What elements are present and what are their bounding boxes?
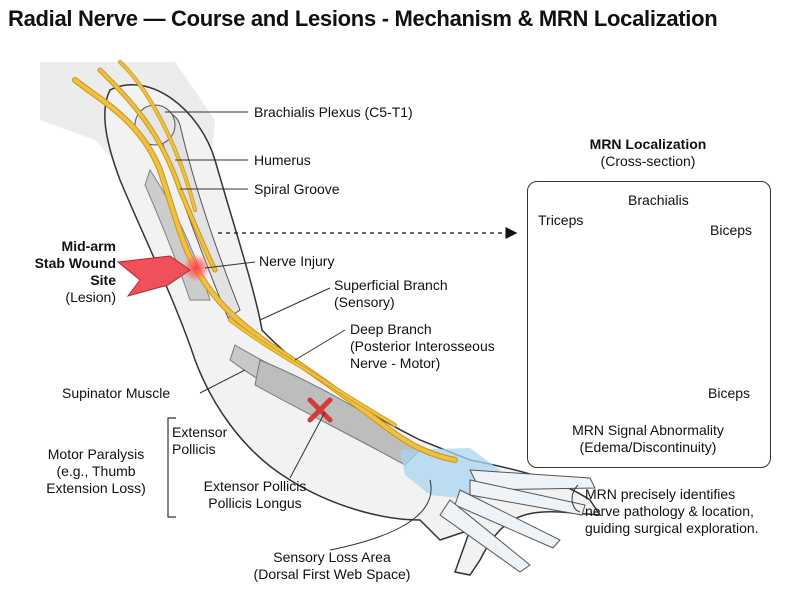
motor-bracket	[167, 417, 176, 518]
mrn-panel	[527, 181, 771, 468]
conclusion-line1: MRN precisely identifies	[585, 486, 736, 502]
label-extensor-line1: Extensor	[172, 424, 228, 440]
label-deep-line2: (Posterior Interosseous	[350, 338, 495, 354]
label-extensor-line2: Pollicis	[172, 441, 216, 457]
label-deep-line1: Deep Branch	[350, 321, 432, 337]
leader-lines	[165, 111, 432, 551]
radial-nerve	[72, 60, 458, 463]
cs-label-biceps-top: Biceps	[710, 222, 753, 238]
label-supinator: Supinator Muscle	[62, 385, 171, 401]
label-nerve-injury: Nerve Injury	[259, 253, 335, 269]
label-motor-line1: Motor Paralysis	[47, 446, 145, 462]
label-superficial-line1: Superficial Branch	[334, 277, 448, 293]
conclusion-line3: guiding surgical exploration.	[585, 520, 759, 536]
label-lesion-line4: (Lesion)	[65, 289, 116, 305]
paralysis-x-mark	[307, 397, 333, 423]
label-brachialis-plexus: Brachialis Plexus (C5-T1)	[254, 104, 413, 120]
cs-label-triceps: Triceps	[538, 212, 584, 228]
label-spiral-groove: Spiral Groove	[254, 181, 340, 197]
label-lesion-line1: Mid-arm	[61, 238, 116, 254]
lesion-arrow	[116, 255, 191, 297]
label-sensory-line2: (Dorsal First Web Space)	[253, 566, 411, 582]
cs-label-brachialis: Brachialis	[628, 192, 689, 208]
mrn-title: MRN Localization	[589, 136, 707, 152]
label-humerus: Humerus	[254, 152, 311, 168]
label-epl-line1: Extensor Pollicis	[203, 478, 307, 494]
cs-label-biceps-bottom: Biceps	[708, 385, 751, 401]
nerve-injury-glow	[182, 254, 210, 282]
label-motor-line2: (e.g., Thumb	[56, 463, 136, 479]
label-lesion-line3: Site	[90, 272, 116, 288]
label-sensory-line1: Sensory Loss Area	[273, 549, 391, 565]
page-title: Radial Nerve — Course and Lesions - Mech…	[8, 6, 718, 31]
cs-label-signal-line2: (Edema/Discontinuity)	[579, 439, 717, 455]
label-deep-line3: Nerve - Motor)	[350, 355, 441, 371]
label-superficial-line2: (Sensory)	[334, 294, 395, 310]
label-lesion-line2: Stab Wound	[34, 255, 116, 271]
hand-fingers	[439, 469, 596, 573]
label-motor-line3: Extension Loss)	[46, 480, 146, 496]
conclusion-line2: nerve pathology & location,	[585, 503, 754, 519]
mrn-subtitle: (Cross-section)	[600, 153, 696, 169]
arm-outline	[104, 84, 602, 576]
label-epl-line2: Pollicis Longus	[208, 495, 302, 511]
cs-label-signal-line1: MRN Signal Abnormality	[572, 422, 724, 438]
